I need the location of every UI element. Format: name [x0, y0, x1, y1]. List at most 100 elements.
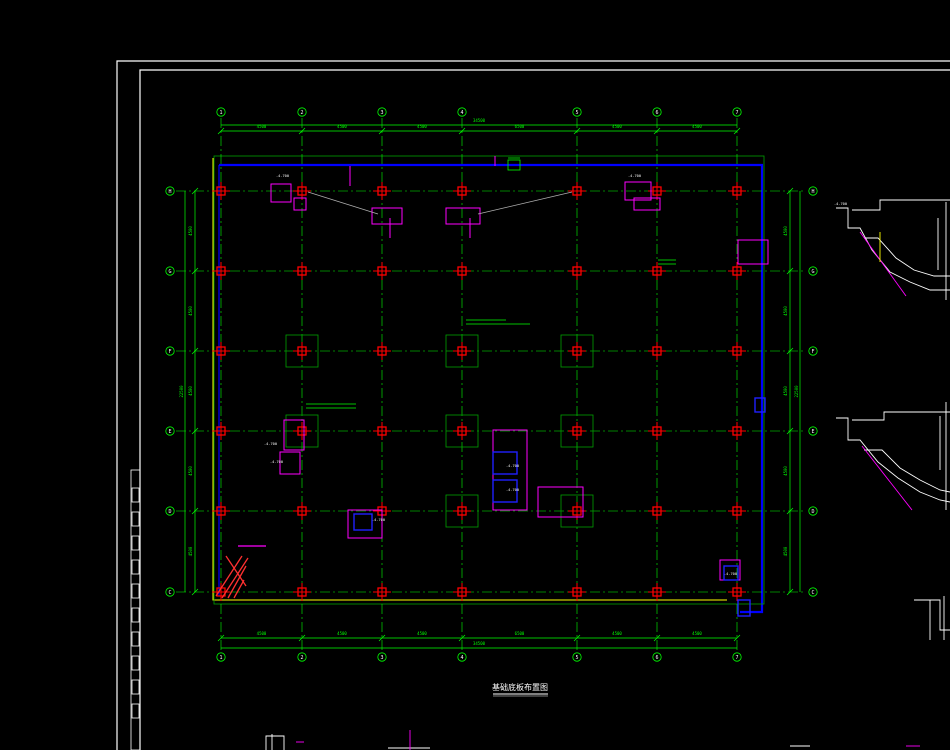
- pile-cap: [560, 414, 594, 448]
- dimension-total: 22500: [794, 385, 799, 398]
- axis-bubble-top: 3: [377, 107, 387, 117]
- axis-label: 2: [300, 655, 303, 661]
- column: [453, 422, 471, 440]
- column: [568, 342, 586, 360]
- axis-bubble-top: 4: [457, 107, 467, 117]
- dimension-text: 4500: [188, 386, 193, 396]
- axis-label: F: [168, 349, 171, 355]
- columns: [212, 182, 746, 601]
- column: [453, 182, 471, 200]
- column: [728, 262, 746, 280]
- dimension-text: 4500: [417, 124, 427, 129]
- axis-bubble-top: 6: [652, 107, 662, 117]
- column: [293, 422, 311, 440]
- axis-bubble-right: H: [808, 186, 818, 196]
- dimension-text: 4500: [188, 306, 193, 316]
- ramp-detail: [215, 545, 266, 599]
- column: [568, 583, 586, 601]
- pile-cap: [445, 334, 479, 368]
- axis-label: 3: [380, 110, 383, 116]
- dimension-text: 4500: [188, 546, 193, 556]
- dimension-text: 6500: [515, 124, 525, 129]
- column: [212, 422, 230, 440]
- drawing-title-group: 基础底板布置图: [492, 682, 548, 697]
- axis-label: D: [811, 509, 814, 515]
- dimension-text: 4500: [257, 124, 267, 129]
- slab-outline: [212, 155, 765, 614]
- dimension-text: 4500: [783, 466, 788, 476]
- dimension-text: 4500: [188, 466, 193, 476]
- column: [373, 262, 391, 280]
- axis-label: 4: [460, 110, 463, 116]
- column: [648, 422, 666, 440]
- elevation-label: -4.700: [834, 202, 847, 206]
- dimension-total: 22500: [179, 385, 184, 398]
- column: [728, 502, 746, 520]
- elevation-label: -4.700: [628, 174, 641, 178]
- column: [568, 262, 586, 280]
- axis-bubble-left: E: [165, 426, 175, 436]
- dimension-total: 34500: [473, 641, 486, 646]
- axis-bubble-bottom: 3: [377, 652, 387, 662]
- sump-details: [353, 397, 766, 617]
- column: [293, 502, 311, 520]
- note-markers: [306, 157, 676, 409]
- axis-bubble-left: F: [165, 346, 175, 356]
- dimension-text: 4500: [692, 124, 702, 129]
- axis-label: 7: [735, 110, 738, 116]
- axis-label: 5: [575, 655, 578, 661]
- axis-label: E: [811, 429, 814, 435]
- axis-bubble-top: 1: [216, 107, 226, 117]
- axis-bubble-bottom: 6: [652, 652, 662, 662]
- pile-cap: [285, 414, 319, 448]
- lower-partial-details: [265, 730, 920, 750]
- axis-label: C: [168, 590, 171, 596]
- elevation-label: -4.700: [724, 572, 737, 576]
- section-detail-middle: [836, 402, 950, 511]
- axis-bubble-top: 5: [572, 107, 582, 117]
- axis-bubble-top: 2: [297, 107, 307, 117]
- axis-label: 6: [655, 110, 658, 116]
- column: [293, 182, 311, 200]
- column: [728, 342, 746, 360]
- column: [212, 583, 230, 601]
- axis-label: 1: [219, 655, 222, 661]
- column: [373, 182, 391, 200]
- axis-label: 3: [380, 655, 383, 661]
- axis-bubble-top: 7: [732, 107, 742, 117]
- column: [212, 182, 230, 200]
- pile-cap: [560, 494, 594, 528]
- column: [293, 583, 311, 601]
- column: [453, 502, 471, 520]
- dimension-total: 34500: [473, 118, 486, 123]
- axis-label: 1: [219, 110, 222, 116]
- axis-bubble-bottom: 5: [572, 652, 582, 662]
- elevation-labels: -4.700-4.700-4.700-4.700-4.700-4.700-4.7…: [264, 174, 847, 576]
- slope-lines: [307, 191, 573, 215]
- axis-bubble-bottom: 2: [297, 652, 307, 662]
- elevation-label: -4.700: [270, 460, 283, 464]
- dimension-text: 4500: [337, 631, 347, 636]
- dimension-text: 4500: [612, 124, 622, 129]
- column: [453, 583, 471, 601]
- elevation-label: -4.700: [506, 464, 519, 468]
- section-detail-top: [836, 199, 950, 300]
- dimension-text: 4500: [257, 631, 267, 636]
- axis-label: H: [811, 189, 814, 195]
- axis-label: 7: [735, 655, 738, 661]
- axis-bubble-left: G: [165, 266, 175, 276]
- column: [648, 502, 666, 520]
- section-detail-bottom: [914, 596, 950, 640]
- elevation-label: -4.700: [372, 518, 385, 522]
- column: [728, 422, 746, 440]
- axis-label: F: [811, 349, 814, 355]
- axis-label: 5: [575, 110, 578, 116]
- column: [212, 342, 230, 360]
- axis-label: E: [168, 429, 171, 435]
- axis-label: D: [168, 509, 171, 515]
